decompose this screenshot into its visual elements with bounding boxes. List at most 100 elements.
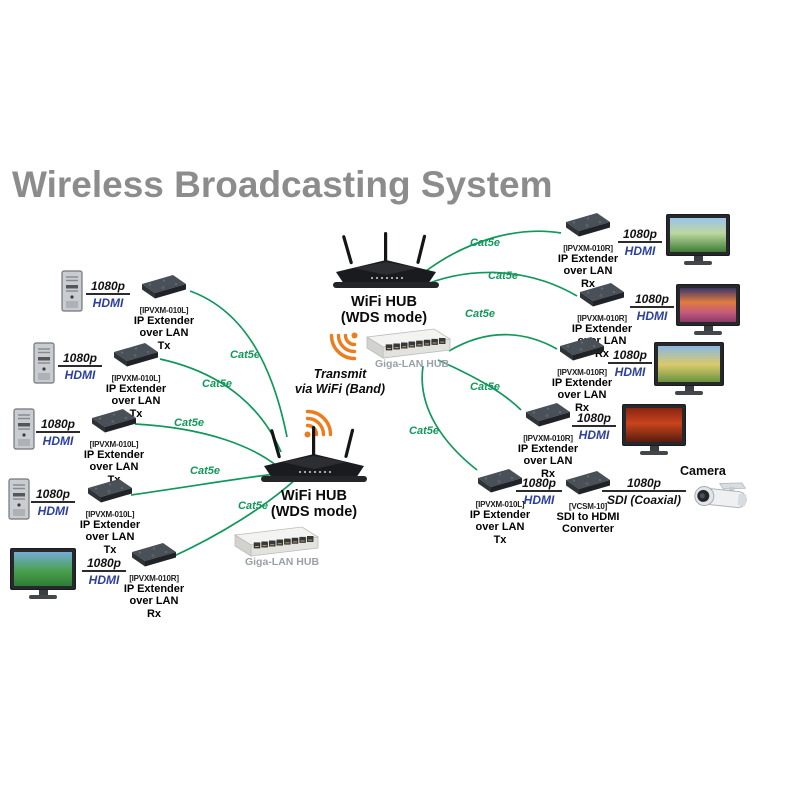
hdmi-label: HDMI: [578, 428, 610, 442]
monitor-icon: [666, 214, 730, 265]
device-model: [IPVXM-010L]: [139, 306, 189, 315]
hdmi-link-label: 1080p HDMI: [86, 279, 130, 310]
device-name: IP Extender: [83, 449, 145, 461]
pc-tower-icon: [58, 270, 86, 312]
pc-tower-icon: [5, 478, 33, 520]
device-model: [VCSM-10]: [568, 502, 608, 511]
hdmi-label: HDMI: [614, 365, 646, 379]
extender-box-icon: [84, 476, 136, 508]
transmit-line2: via WiFi (Band): [294, 382, 386, 396]
wifi-hub-label: WiFi HUB (WDS mode): [326, 294, 442, 326]
device-name: SDI to HDMI: [556, 511, 620, 523]
page-title: Wireless Broadcasting System: [12, 164, 553, 205]
extender-box-icon: [522, 400, 574, 432]
tx-extender-node: [IPVXM-010L] IP Extender over LAN Tx: [78, 476, 142, 556]
hdmi-label: HDMI: [88, 573, 120, 587]
hdmi-link-label: 1080p HDMI: [608, 348, 652, 379]
cat5e-label: Cat5e: [488, 270, 518, 282]
monitor-icon: [676, 284, 740, 335]
camera-icon: [688, 476, 758, 518]
extender-box-icon: [128, 540, 180, 572]
resolution-label: 1080p: [58, 351, 102, 367]
hdmi-link-label: 1080p HDMI: [82, 556, 126, 587]
cat5e-label: Cat5e: [238, 500, 268, 512]
resolution-label: 1080p: [31, 487, 75, 503]
device-name: over LAN Rx: [129, 595, 179, 620]
device-model: [IPVXM-010R]: [129, 574, 179, 583]
resolution-label: 1080p: [572, 411, 616, 427]
hdmi-link-label: 1080p HDMI: [516, 476, 562, 507]
device-name: Converter: [562, 523, 614, 536]
device-model: [IPVXM-010R]: [557, 368, 607, 377]
resolution-label: 1080p: [602, 476, 686, 492]
camera-label: Camera: [680, 464, 726, 478]
device-name: IP Extender: [105, 383, 167, 395]
device-name: over LAN Tx: [475, 521, 525, 546]
wifi-hub-line2: (WDS mode): [340, 310, 428, 327]
extender-box-icon: [576, 280, 628, 312]
extender-box-icon: [556, 334, 608, 366]
device-model: [IPVXM-010R]: [563, 244, 613, 253]
hdmi-label: HDMI: [636, 309, 668, 323]
monitor-icon: [654, 342, 724, 395]
hdmi-link-label: 1080p HDMI: [36, 417, 80, 448]
device-name: over LAN Rx: [523, 455, 573, 480]
device-name: IP Extender: [133, 315, 195, 327]
extender-box-icon: [562, 210, 614, 242]
rx-extender-node: [IPVXM-010R] IP Extender over LAN Rx: [556, 210, 620, 290]
cat5e-label: Cat5e: [465, 308, 495, 320]
lan-hub-icon: [230, 524, 322, 558]
resolution-label: 1080p: [608, 348, 652, 364]
sdi-converter-node: [VCSM-10] SDI to HDMI Converter: [556, 468, 620, 536]
device-name: IP Extender: [551, 377, 613, 389]
cat5e-label: Cat5e: [409, 425, 439, 437]
device-model: [IPVXM-010R]: [577, 314, 627, 323]
device-name: over LAN Tx: [85, 531, 135, 556]
wifi-signal-icon: [326, 330, 360, 364]
lan-hub-icon: [362, 326, 454, 360]
device-name: IP Extender: [469, 509, 531, 521]
lan-hub-label: Giga-LAN HUB: [244, 556, 320, 568]
device-name: IP Extender: [517, 443, 579, 455]
rx-extender-node: [IPVXM-010R] IP Extender over LAN Rx: [516, 400, 580, 480]
hdmi-label: HDMI: [64, 368, 96, 382]
cat5e-label: Cat5e: [230, 349, 260, 361]
device-name: IP Extender: [123, 583, 185, 595]
cat5e-label: Cat5e: [470, 381, 500, 393]
sdi-label: SDI (Coaxial): [606, 493, 681, 507]
hdmi-label: HDMI: [42, 434, 74, 448]
device-model: [IPVXM-010L]: [111, 374, 161, 383]
cat5e-label: Cat5e: [174, 417, 204, 429]
monitor-icon: [10, 548, 76, 599]
resolution-label: 1080p: [86, 279, 130, 295]
hdmi-label: HDMI: [92, 296, 124, 310]
tx-extender-node: [IPVXM-010L] IP Extender over LAN Tx: [132, 272, 196, 352]
sdi-link-label: 1080p SDI (Coaxial): [602, 476, 686, 507]
extender-box-icon: [138, 272, 190, 304]
transmit-note: Transmit via WiFi (Band): [284, 367, 396, 397]
hdmi-link-label: 1080p HDMI: [31, 487, 75, 518]
rx-extender-node: [IPVXM-010R] IP Extender over LAN Rx: [550, 334, 614, 414]
resolution-label: 1080p: [630, 292, 674, 308]
hdmi-link-label: 1080p HDMI: [630, 292, 674, 323]
wifi-router-icon: [330, 230, 442, 292]
extender-box-icon: [110, 340, 162, 372]
wifi-hub-line1: WiFi HUB: [281, 488, 347, 504]
resolution-label: 1080p: [516, 476, 562, 492]
device-model: [IPVXM-010L]: [89, 440, 139, 449]
resolution-label: 1080p: [82, 556, 126, 572]
cat5e-label: Cat5e: [470, 237, 500, 249]
device-name: IP Extender: [557, 253, 619, 265]
cat5e-label: Cat5e: [202, 378, 232, 390]
hdmi-label: HDMI: [523, 493, 555, 507]
hdmi-link-label: 1080p HDMI: [572, 411, 616, 442]
wifi-router-icon: [258, 424, 370, 486]
wifi-hub-line1: WiFi HUB: [351, 294, 417, 310]
hdmi-link-label: 1080p HDMI: [58, 351, 102, 382]
hdmi-label: HDMI: [624, 244, 656, 258]
device-model: [IPVXM-010L]: [85, 510, 135, 519]
hdmi-link-label: 1080p HDMI: [618, 227, 662, 258]
pc-tower-icon: [30, 342, 58, 384]
extender-box-icon: [88, 406, 140, 438]
device-name: over LAN Rx: [557, 389, 607, 414]
